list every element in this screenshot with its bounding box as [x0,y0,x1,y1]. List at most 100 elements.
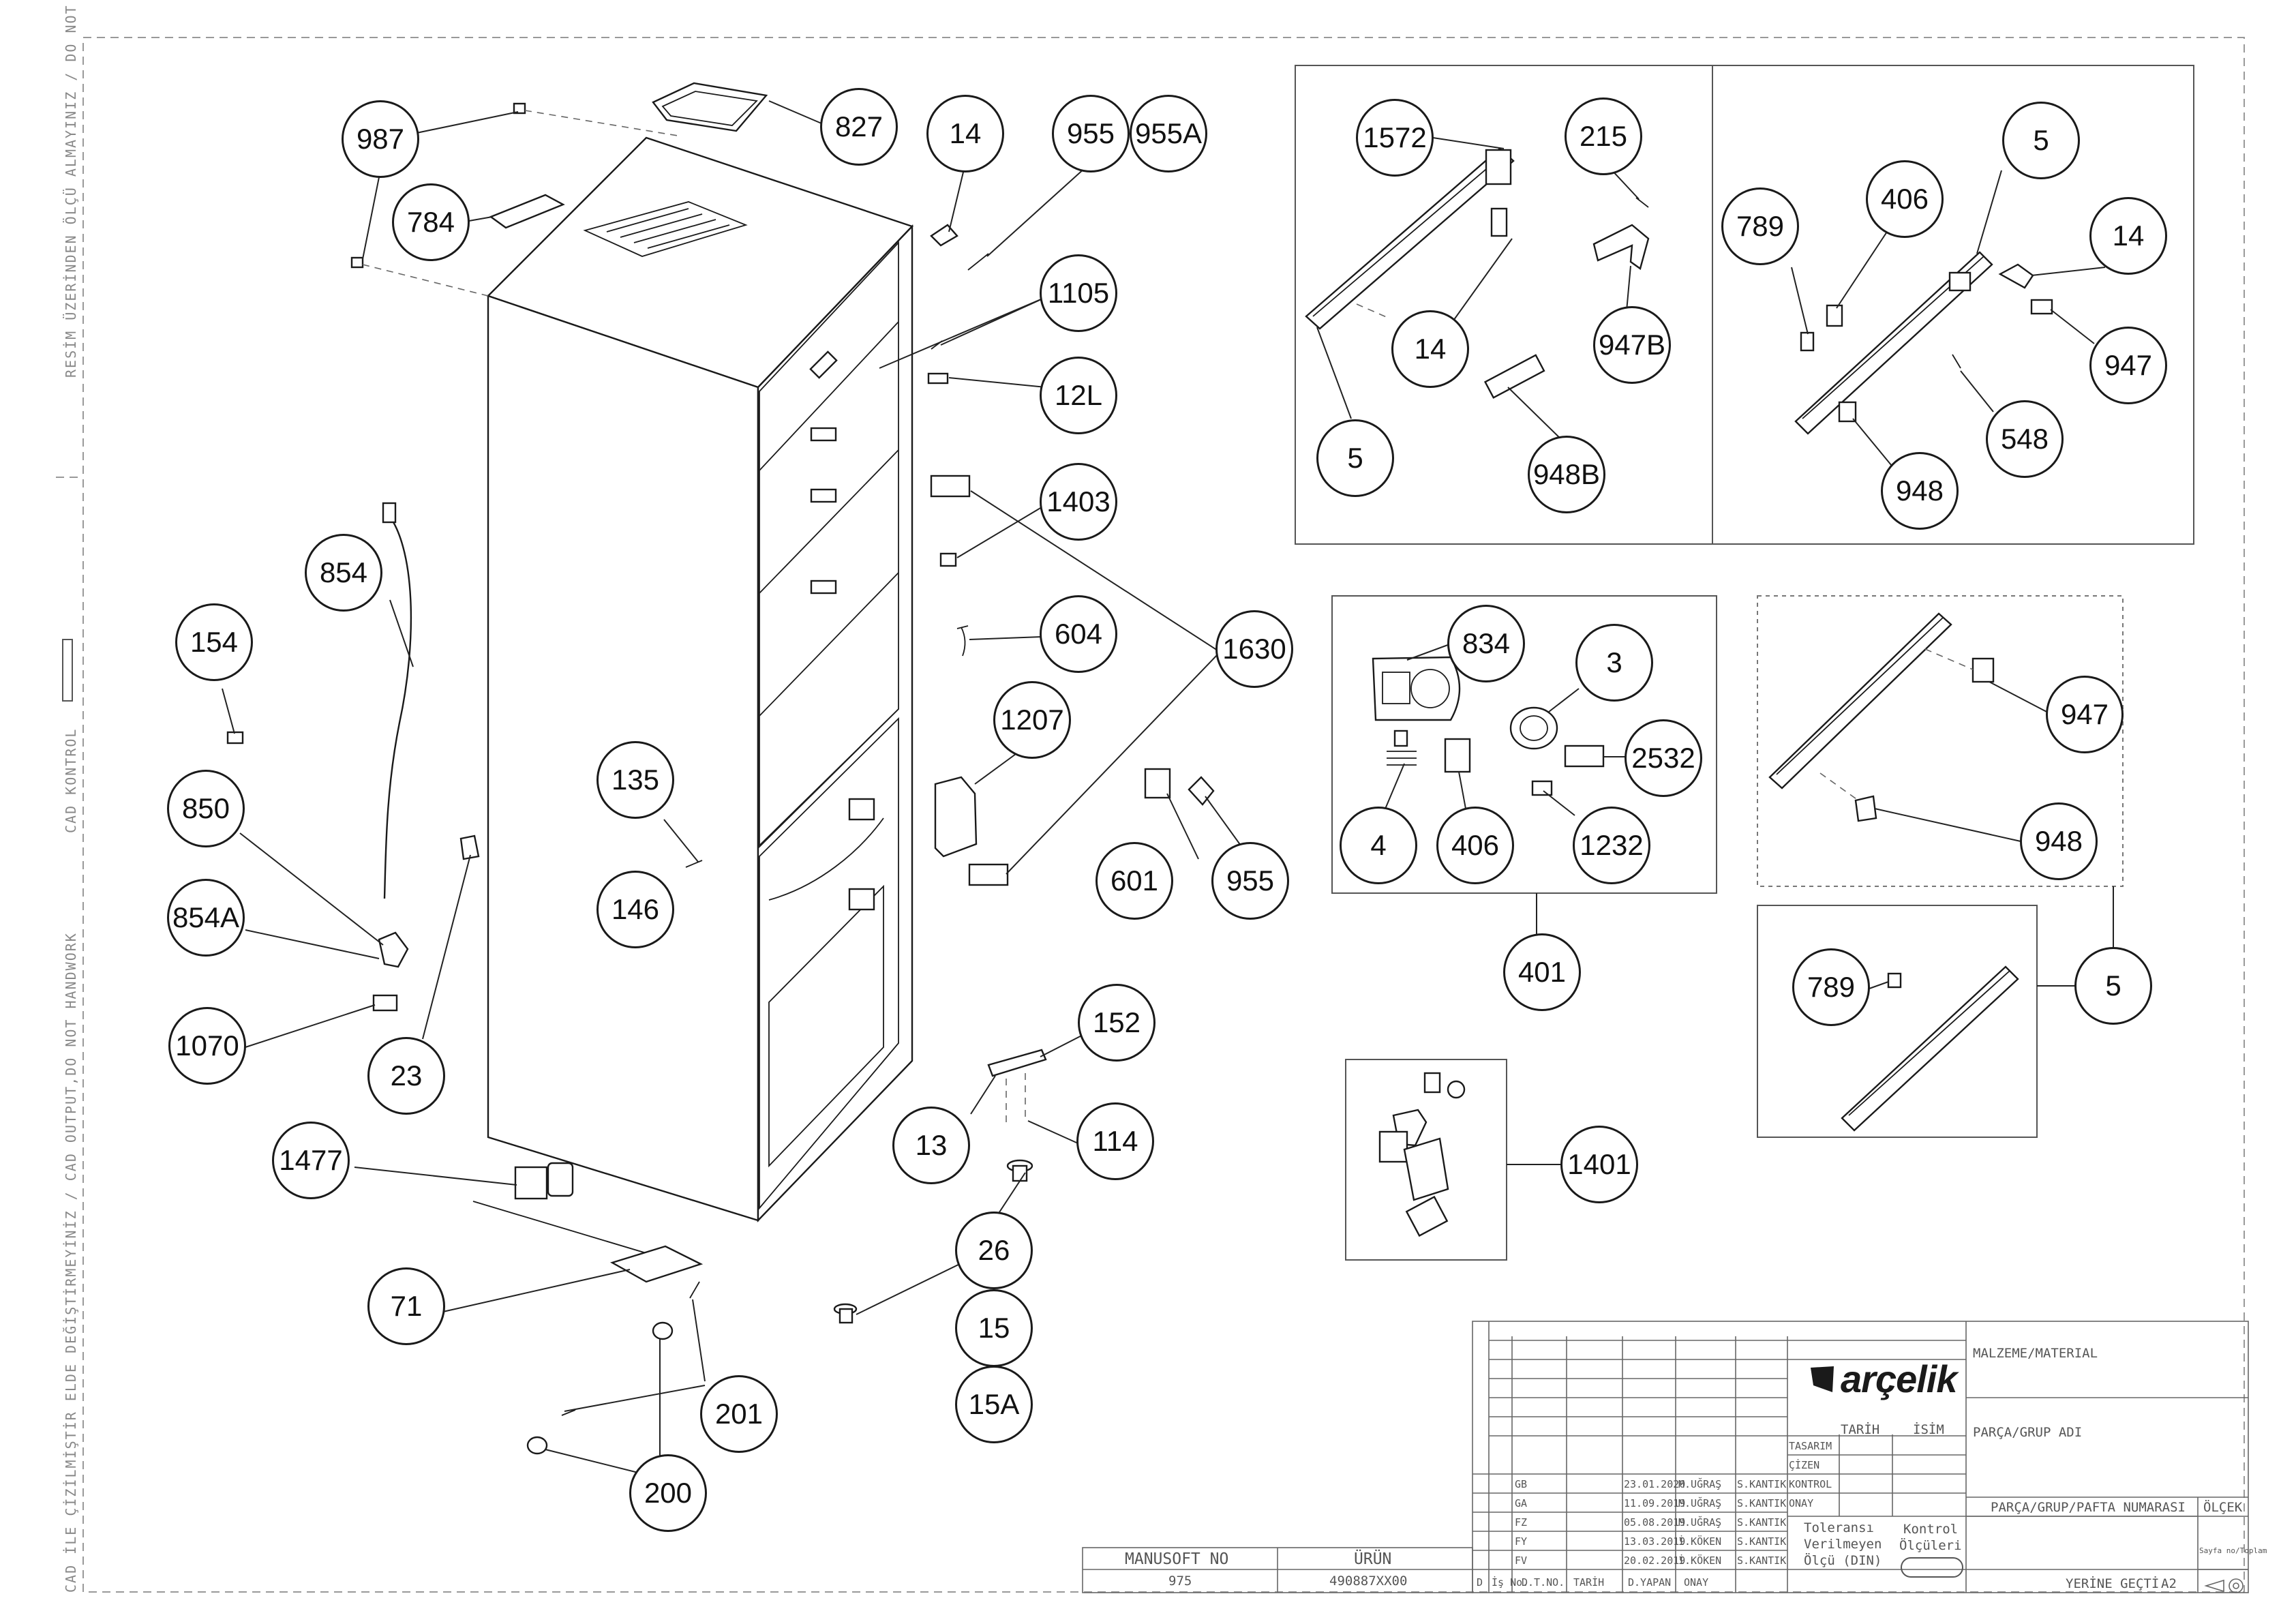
rev-checked: S.KANTIK [1737,1554,1787,1567]
rev-date: 23.01.2020 [1624,1478,1686,1490]
callout-14: 14 [2089,197,2167,275]
role-drawn: ÇİZEN [1789,1459,1820,1471]
callout-1105: 1105 [1040,254,1117,332]
callout-401: 401 [1503,933,1581,1011]
part-group-name-label: PARÇA/GRUP ADI [1973,1425,2083,1440]
callout-13: 13 [892,1107,970,1184]
rev-drawn: M.UĞRAŞ [1678,1497,1722,1509]
rev-footer-d: D [1477,1576,1483,1589]
rev-code: FZ [1515,1516,1528,1529]
brand-logo: arçelik [1841,1357,1957,1400]
callout-23: 23 [367,1037,445,1115]
rev-drawn: M.UĞRAŞ [1678,1478,1722,1490]
rev-footer-job: İş No. [1492,1576,1529,1589]
callout-548: 548 [1986,400,2064,478]
control-line2: Ölçüleri [1899,1538,1962,1553]
callout-948: 948 [2020,802,2098,880]
callout-987: 987 [342,100,419,178]
replaces-label: YERİNE GEÇTİ [2066,1576,2160,1591]
control-line1: Kontrol [1903,1522,1959,1537]
callout-1572: 1572 [1356,99,1434,177]
callout-201: 201 [700,1375,778,1453]
part-sketches [226,82,1215,1455]
rev-checked: S.KANTIK [1737,1535,1787,1548]
side-stamp-box [62,639,73,702]
callout-854A: 854A [167,879,245,957]
callout-15: 15 [955,1289,1033,1367]
rev-checked: S.KANTIK [1737,1516,1787,1529]
part-number-label: PARÇA/GRUP/PAFTA NUMARASI [1991,1500,2186,1515]
callout-789: 789 [1721,187,1799,265]
role-approve: ONAY [1789,1497,1814,1509]
rev-footer-by: D.YAPAN [1628,1576,1672,1589]
callout-5: 5 [2074,947,2152,1025]
rev-code: GA [1515,1497,1528,1509]
callout-135: 135 [596,741,674,819]
detail-box-1401 [1345,1059,1562,1261]
callout-948: 948 [1881,452,1959,530]
rev-drawn: İ.KÖKEN [1678,1535,1722,1548]
callout-26: 26 [955,1212,1033,1289]
callout-4: 4 [1340,807,1417,884]
callout-955A: 955A [1130,95,1207,172]
scale-label: ÖLÇEK [2203,1500,2243,1515]
tolerance-line3: Ölçü (DIN) [1804,1553,1882,1568]
role-design: TASARIM [1789,1440,1832,1452]
callout-215: 215 [1565,97,1642,175]
callout-948B: 948B [1528,436,1605,513]
rev-checked: S.KANTIK [1737,1497,1787,1509]
callout-1232: 1232 [1573,807,1650,884]
callout-854: 854 [305,534,382,612]
callout-955: 955 [1052,95,1130,172]
callout-154: 154 [175,603,253,681]
callout-5: 5 [1316,419,1394,497]
date-header: TARİH [1841,1422,1880,1437]
callout-784: 784 [392,183,470,261]
callout-71: 71 [367,1267,445,1345]
side-text-middle: CAD KONTROL [63,727,79,833]
callout-834: 834 [1447,605,1525,682]
material-label: MALZEME/MATERIAL [1973,1346,2098,1361]
product-header: ÜRÜN [1354,1550,1392,1568]
callout-152: 152 [1078,984,1155,1062]
sheet-size: A2 [2161,1576,2177,1591]
callout-14: 14 [1391,310,1469,388]
product-value: 490887XX00 [1329,1574,1408,1589]
rev-drawn: İ.KÖKEN [1678,1554,1722,1567]
callout-1401: 1401 [1560,1126,1638,1203]
callout-947: 947 [2046,676,2124,753]
callout-406: 406 [1866,160,1944,238]
sheet-border [82,37,2245,1593]
callout-5: 5 [2002,102,2080,179]
callout-2532: 2532 [1625,719,1702,797]
detail-box-door-frame [1295,65,2194,545]
callout-14: 14 [926,95,1004,172]
callout-1207: 1207 [993,681,1071,759]
rev-code: FV [1515,1554,1528,1567]
manusoft-header: MANUSOFT NO [1125,1550,1229,1568]
side-text-bottom: CAD İLE ÇİZİLMİŞTİR ELDE DEĞİŞTİRMEYİNİZ… [63,932,79,1593]
callout-15A: 15A [955,1366,1033,1443]
callout-827: 827 [820,88,898,166]
callout-406: 406 [1436,807,1514,884]
tolerance-line1: Toleransı [1804,1520,1874,1535]
rev-code: GB [1515,1478,1528,1490]
rev-date: 20.02.2019 [1624,1554,1686,1567]
callout-955: 955 [1211,842,1289,920]
rev-drawn: M.UĞRAŞ [1678,1516,1722,1529]
side-text-top: RESİM ÜZERİNDEN ÖLÇÜ ALMAYINIZ / DO NOT … [63,0,79,378]
callout-1477: 1477 [272,1122,350,1199]
rev-code: FY [1515,1535,1528,1548]
callout-200: 200 [629,1454,707,1532]
rev-date: 13.03.2019 [1624,1535,1686,1548]
callout-850: 850 [167,770,245,847]
callout-1403: 1403 [1040,463,1117,541]
callout-146: 146 [596,871,674,948]
role-control: KONTROL [1789,1478,1832,1490]
name-header: İSİM [1913,1422,1944,1437]
control-symbol [1901,1557,1963,1578]
callout-1630: 1630 [1215,610,1293,688]
callout-789: 789 [1792,948,1870,1026]
callout-12L: 12L [1040,357,1117,434]
callout-3: 3 [1575,624,1653,702]
